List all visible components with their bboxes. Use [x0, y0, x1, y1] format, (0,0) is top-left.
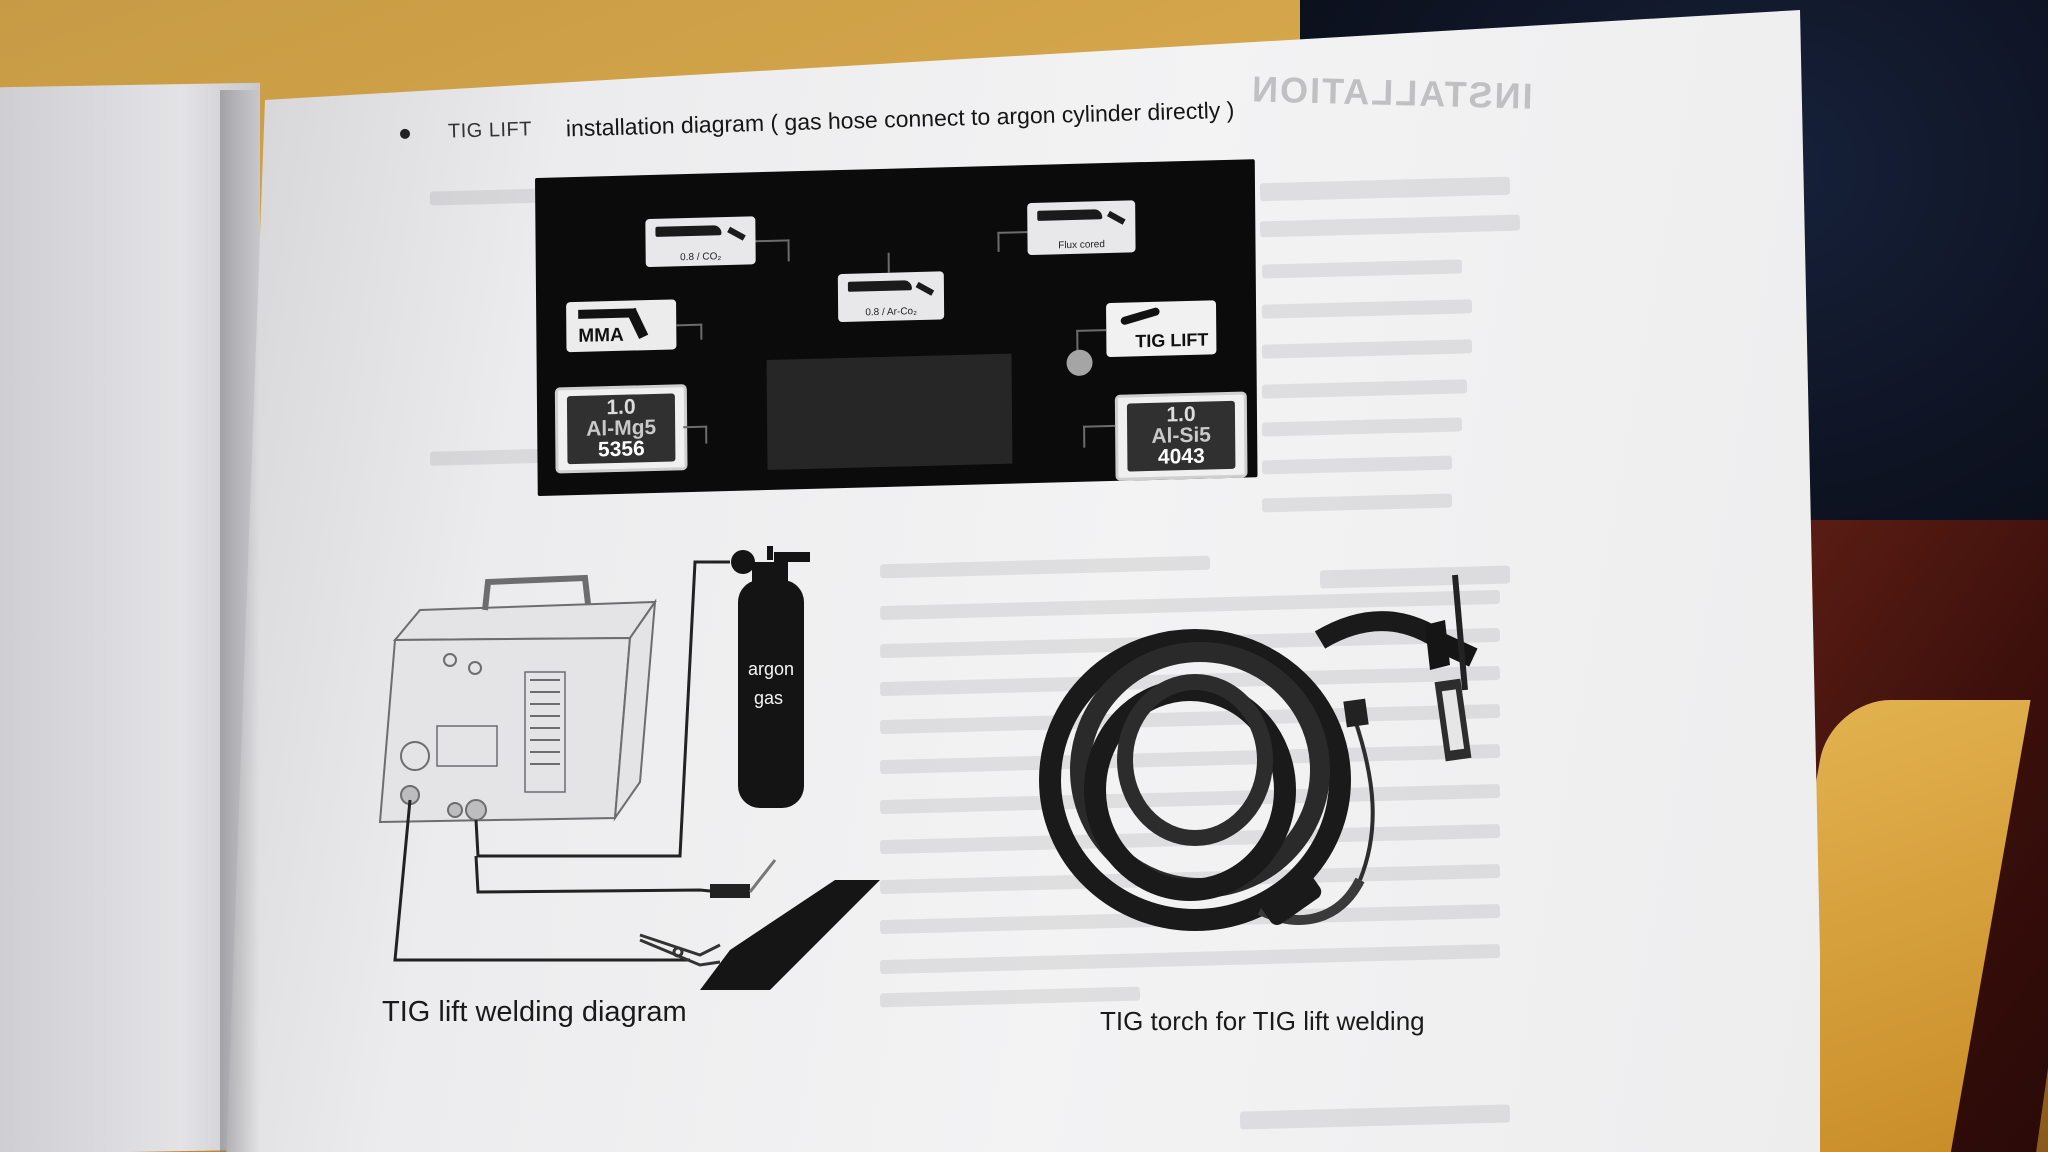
torch-connector-illustration [1258, 698, 1369, 925]
torch-head-illustration [1425, 574, 1478, 762]
tig-torch-small-illustration [710, 859, 777, 898]
welding-machine-illustration [378, 574, 657, 824]
workpiece-illustration [700, 880, 880, 990]
gas-label-line1: argon [748, 659, 795, 679]
caption-tig-torch: TIG torch for TIG lift welding [1100, 1006, 1425, 1036]
argon-cylinder-illustration [731, 546, 810, 808]
ground-clamp-illustration [639, 933, 721, 967]
caption-welding-diagram: TIG lift welding diagram [382, 996, 687, 1028]
coiled-tig-torch-illustration [1039, 611, 1446, 931]
page-gutter-shadow [220, 90, 260, 1152]
gas-label-line2: gas [754, 688, 784, 708]
